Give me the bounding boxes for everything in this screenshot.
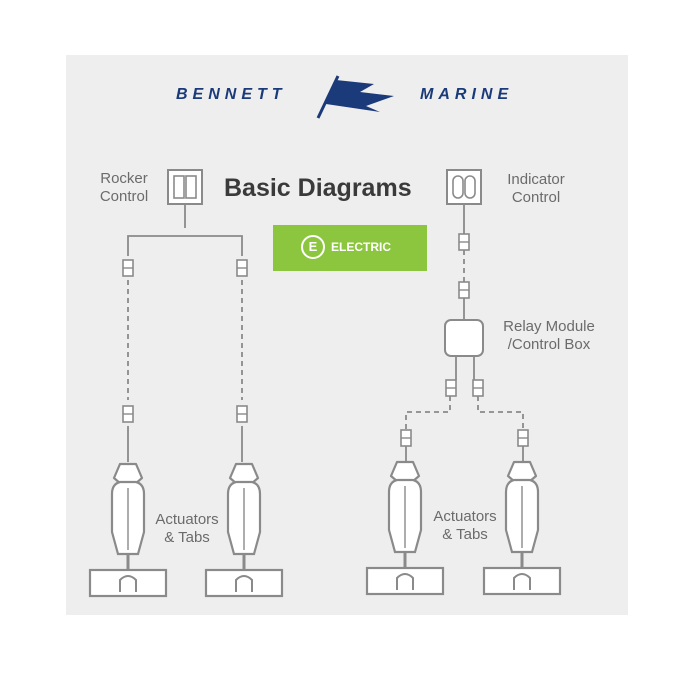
rocker-control-label: Rocker Control — [90, 170, 158, 206]
relay-module-icon — [444, 319, 484, 357]
right-actuators-label-line1: Actuators — [433, 508, 497, 525]
indicator-control-icon — [446, 169, 482, 205]
rocker-control-label-line1: Rocker — [100, 170, 148, 187]
left-actuators-label: Actuators & Tabs — [145, 511, 229, 547]
diagram-title: Basic Diagrams — [224, 174, 412, 202]
right-actuators-label: Actuators & Tabs — [423, 508, 507, 544]
left-connector-3 — [122, 405, 134, 423]
indicator-control-label-line2: Control — [511, 189, 561, 206]
left-actuator-2-icon — [204, 462, 284, 598]
right-actuator-1-icon — [365, 460, 445, 596]
brand-right-word: MARINE — [420, 86, 514, 103]
rocker-control-label-line2: Control — [99, 188, 149, 205]
right-connector-5 — [400, 429, 412, 447]
indicator-control-label-line1: Indicator — [507, 171, 565, 188]
electric-badge-label: ELECTRIC — [331, 240, 391, 254]
right-actuator-2-icon — [482, 460, 562, 596]
left-actuator-1-icon — [88, 462, 168, 598]
bennett-flag-logo-icon — [316, 75, 394, 119]
relay-module-label-line1: Relay Module — [503, 318, 595, 335]
electric-badge: E ELECTRIC — [273, 225, 427, 271]
right-connector-6 — [517, 429, 529, 447]
left-wiring — [127, 204, 243, 462]
right-actuators-label-line2: & Tabs — [442, 526, 488, 543]
brand-left-word: BENNETT — [176, 86, 287, 103]
indicator-control-label: Indicator Control — [494, 171, 578, 207]
left-actuators-label-line2: & Tabs — [164, 529, 210, 546]
right-connector-2 — [458, 281, 470, 299]
left-connector-1 — [122, 259, 134, 277]
rocker-control-icon — [167, 169, 203, 205]
relay-module-label-line2: /Control Box — [507, 336, 591, 353]
right-connector-4 — [472, 379, 484, 397]
left-connector-2 — [236, 259, 248, 277]
left-connector-4 — [236, 405, 248, 423]
electric-e-icon: E — [301, 235, 325, 259]
right-wiring — [405, 204, 524, 462]
left-actuators-label-line1: Actuators — [155, 511, 219, 528]
right-connector-3 — [445, 379, 457, 397]
right-connector-1 — [458, 233, 470, 251]
relay-module-label: Relay Module /Control Box — [490, 318, 608, 354]
